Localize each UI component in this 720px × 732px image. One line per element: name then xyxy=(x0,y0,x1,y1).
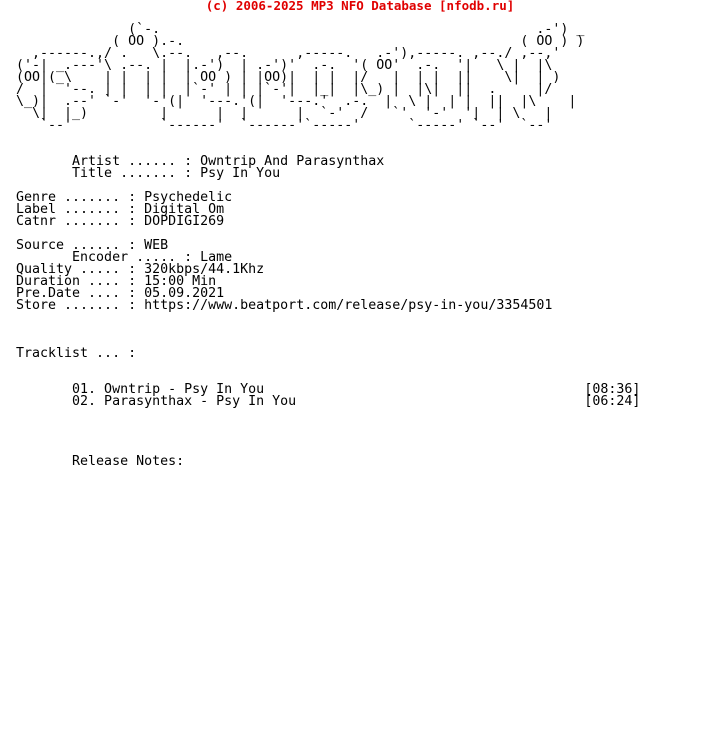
ascii-logo-line: \_)| .--' `-' '-'(| '---.'(| '---.' .-. … xyxy=(16,94,577,109)
track-item: 02. Parasynthax - Psy In You [06:24] xyxy=(16,394,641,409)
ascii-logo-line: ( OO ).-. ( OO ) ) xyxy=(16,34,585,49)
tracklist-heading: Tracklist ... : xyxy=(16,346,137,361)
artist-line: Artist ...... : Owntrip And Parasynthax xyxy=(16,154,385,169)
nfo-text: (`-. .-') _ ( OO ).-. ( OO ) ) ,------.,… xyxy=(16,22,641,469)
genre-line: Genre ....... : Psychedelic xyxy=(16,190,233,205)
ascii-logo-line: \| |_) | | | | `-' / `' '-' '| | \ | xyxy=(16,106,553,121)
ascii-logo-line: ,------.,/ . \.--. ,--. ,-----. .-'),---… xyxy=(16,46,561,61)
label-line: Label ....... : Digital Om xyxy=(16,202,225,217)
ascii-logo-line: ('-| _.---'\ .--. | |.-') | .-')' .-. '(… xyxy=(16,58,553,73)
predate-line: Pre.Date .... : 05.09.2021 xyxy=(16,286,225,301)
encoder-line: Encoder ..... : Lame xyxy=(16,250,233,265)
track-item: 01. Owntrip - Psy In You [08:36] xyxy=(16,382,641,397)
store-line: Store ....... : https://www.beatport.com… xyxy=(16,298,553,313)
ascii-logo: (`-. .-') _ ( OO ).-. ( OO ) ) ,------.,… xyxy=(16,22,584,133)
nfodb-copyright-header: (c) 2006-2025 MP3 NFO Database [nfodb.ru… xyxy=(205,0,515,13)
ascii-logo-line: (OO|(_\ | | | | | OO ) | |OO)| | | |/ | … xyxy=(16,70,561,85)
ascii-logo-line: (`-. .-') _ xyxy=(16,22,585,37)
ascii-logo-line: `--' `------' `------'`-----' `-----' `-… xyxy=(16,118,553,133)
source-line: Source ...... : WEB xyxy=(16,238,169,253)
release-notes-heading: Release Notes: xyxy=(16,454,185,469)
title-line: Title ....... : Psy In You xyxy=(16,166,281,181)
catnr-line: Catnr ....... : DOPDIGI269 xyxy=(16,214,225,229)
ascii-logo-line: / | '--. | | | | |`-' | | |`-'| |_| |\_)… xyxy=(16,82,553,97)
quality-line: Quality ..... : 320kbps/44.1Khz xyxy=(16,262,265,277)
duration-line: Duration .... : 15:00 Min xyxy=(16,274,217,289)
